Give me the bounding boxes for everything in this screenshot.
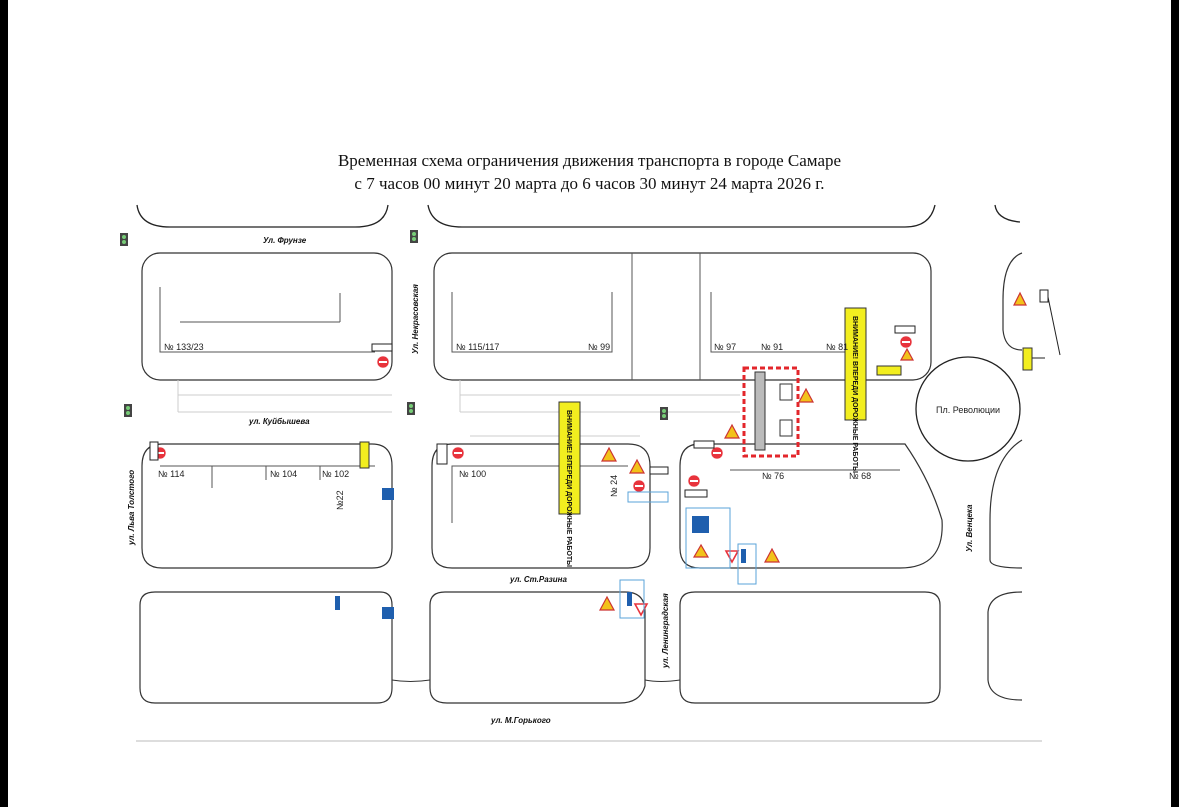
street-label-venceka: Ул. Венцека xyxy=(965,504,974,552)
map-title-line2: с 7 часов 00 минут 20 марта до 6 часов 3… xyxy=(354,174,825,193)
warning-banner-text: ВНИМАНИЕ! ВПЕРЕДИ ДОРОЖНЫЕ РАБОТЫ xyxy=(565,410,572,567)
building-number: № 99 xyxy=(588,342,610,352)
street-label-lva-tolstogo: ул. Льва Толстого xyxy=(127,470,136,546)
street-label-nekrasovskaya: Ул. Некрасовская xyxy=(411,284,420,354)
traffic-light-icon xyxy=(410,230,418,243)
warning-banner-text: ВНИМАНИЕ! ВПЕРЕДИ ДОРОЖНЫЕ РАБОТЫ xyxy=(851,316,858,473)
warning-banner-left xyxy=(558,401,581,515)
building-number: №22 xyxy=(335,490,345,510)
building-number: № 24 xyxy=(609,475,619,497)
warning-banner-right xyxy=(844,307,867,421)
traffic-light-icon xyxy=(660,407,668,420)
revolution-square xyxy=(915,356,1021,462)
street-label-leningradskaya: ул. Ленинградская xyxy=(661,593,670,669)
street-label-frunze: Ул. Фрунзе xyxy=(263,236,307,245)
traffic-light-icon xyxy=(124,404,132,417)
no-entry-sign-icon xyxy=(153,335,913,493)
block-76-68 xyxy=(679,443,943,569)
block-115-81 xyxy=(433,252,932,381)
building-number: № 100 xyxy=(459,469,486,479)
block-133-23 xyxy=(141,252,393,381)
street-label-m-gorkogo: ул. М.Горького xyxy=(490,716,551,725)
road-works-zone xyxy=(742,366,800,458)
square-label: Пл. Революции xyxy=(936,405,1000,415)
block-114-102 xyxy=(141,443,393,569)
document-page xyxy=(8,0,1171,807)
info-sign-icon xyxy=(335,488,757,619)
traffic-light-icon xyxy=(120,233,128,246)
traffic-light-icon xyxy=(407,402,415,415)
building-number: № 97 xyxy=(714,342,736,352)
building-number: № 115/117 xyxy=(456,342,499,352)
building-number: № 102 xyxy=(322,469,349,479)
building-number: № 114 xyxy=(158,469,185,479)
street-label-kuybysheva: ул. Куйбышева xyxy=(248,417,310,426)
building-number: № 91 xyxy=(761,342,783,352)
building-number: № 104 xyxy=(270,469,297,479)
building-number: № 81 xyxy=(826,342,848,352)
building-number: № 76 xyxy=(762,471,784,481)
street-label-st-razina: ул. Ст.Разина xyxy=(509,575,567,584)
building-number: № 68 xyxy=(849,471,871,481)
block-100-24 xyxy=(431,443,651,569)
road-works-sign-icon xyxy=(598,291,1027,611)
map-title-line1: Временная схема ограничения движения тра… xyxy=(337,151,842,170)
building-number: № 133/23 xyxy=(164,342,204,352)
